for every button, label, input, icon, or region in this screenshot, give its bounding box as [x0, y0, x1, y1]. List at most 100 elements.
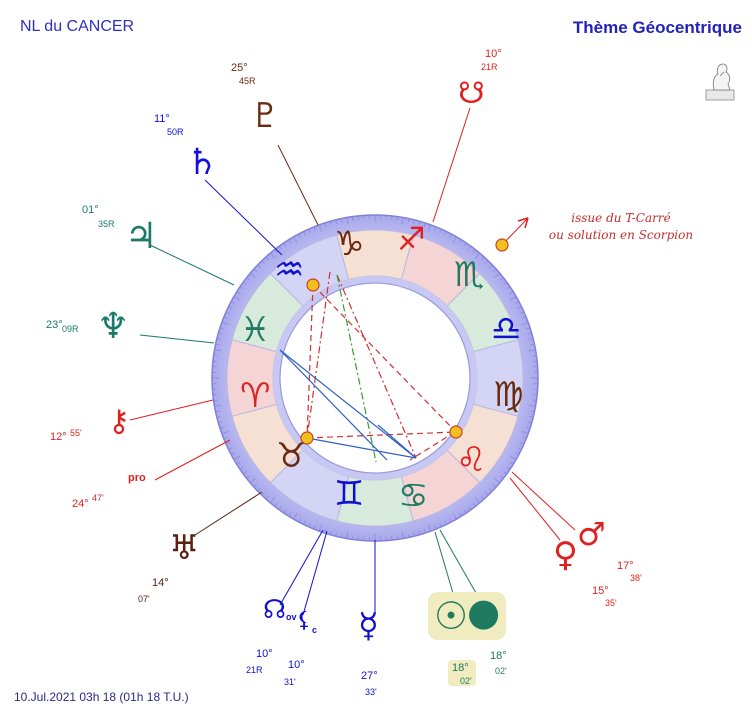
degree-tick: [293, 236, 298, 244]
degree-tick: [283, 242, 287, 247]
aries-icon: ♈: [240, 376, 271, 416]
degree-tick: [246, 277, 250, 281]
chiron-degree: 12°: [50, 431, 67, 443]
degree-tick: [413, 532, 415, 537]
degree-tick: [530, 410, 535, 413]
degree-tick: [242, 471, 247, 475]
degree-tick: [520, 311, 525, 314]
uranus-icon: ♅: [169, 528, 200, 568]
degree-tick: [239, 286, 244, 290]
degree-tick: [485, 492, 489, 496]
degree-tick: [506, 466, 511, 470]
degree-tick: [346, 217, 349, 225]
degree-tick: [215, 410, 220, 413]
degree-tick: [526, 327, 531, 330]
degree-tick: [427, 524, 432, 532]
degree-tick: [257, 264, 261, 268]
note-line-1: issue du T-Carré: [571, 211, 671, 225]
degree-tick: [474, 252, 481, 259]
degree-tick: [335, 219, 337, 224]
cancer-icon: ♋: [398, 476, 429, 516]
degree-tick: [246, 475, 250, 479]
degree-tick: [274, 249, 278, 253]
neptune-icon: ♆: [97, 306, 130, 347]
degree-tick: [472, 503, 476, 507]
degree-tick: [274, 503, 278, 507]
degree-tick: [214, 404, 222, 407]
degree-tick: [521, 321, 529, 326]
moon-minutes: 02': [495, 666, 507, 676]
pluto-minutes: 45R: [239, 76, 256, 86]
degree-tick: [481, 495, 485, 500]
inner-circle: [279, 282, 471, 474]
capricorn-icon: ♑: [334, 224, 365, 264]
degree-tick: [329, 530, 332, 535]
degree-tick: [474, 497, 481, 504]
node-degree: 10°: [256, 648, 273, 660]
degree-tick: [233, 455, 241, 460]
venus-minutes: 38': [630, 573, 642, 583]
degree-tick: [528, 404, 536, 407]
degree-tick: [233, 296, 241, 301]
degree-tick: [515, 452, 520, 455]
pro-degree: 24°: [72, 498, 89, 510]
degree-tick: [468, 506, 472, 511]
degree-tick: [219, 426, 224, 429]
pro-label: pro: [128, 472, 146, 484]
degree-tick: [492, 484, 497, 488]
degree-tick: [313, 525, 316, 530]
degree-tick: [472, 249, 476, 253]
degree-tick: [517, 306, 522, 309]
sagittarius-icon: ♐: [397, 220, 426, 258]
degree-tick: [401, 217, 404, 225]
thinker-statue-icon: [705, 63, 735, 101]
sun-degree: 18°: [452, 662, 469, 674]
degree-tick: [434, 525, 437, 530]
lilith-degree: 10°: [288, 659, 305, 671]
degree-tick: [261, 260, 265, 264]
degree-tick: [239, 466, 244, 470]
degree-tick: [509, 461, 514, 465]
sun-moon-highlight: [428, 592, 506, 640]
degree-tick: [253, 268, 258, 272]
degree-tick: [439, 228, 442, 233]
degree-tick: [481, 256, 485, 261]
degree-tick: [249, 477, 256, 484]
degree-tick: [313, 226, 316, 231]
degree-tick: [449, 233, 452, 238]
degree-tick: [253, 484, 258, 488]
chiron-icon: ⚷: [108, 404, 130, 439]
degree-tick: [407, 218, 410, 223]
pluto-icon: ♇: [250, 96, 281, 136]
degree-tick: [219, 327, 224, 330]
aspect-note: issue du T-Carré ou solution en Scorpion: [546, 210, 696, 244]
degree-tick: [463, 242, 467, 247]
degree-ticks: [212, 215, 538, 541]
sun-degree-highlight: [448, 660, 476, 686]
degree-tick: [407, 533, 410, 538]
degree-tick: [265, 495, 269, 500]
degree-tick: [228, 306, 233, 309]
node-minutes: 21R: [246, 665, 263, 675]
degree-tick: [230, 301, 235, 304]
degree-tick: [396, 216, 399, 221]
degree-tick: [278, 245, 282, 250]
degree-tick: [500, 475, 504, 479]
libra-icon: ♎: [491, 309, 522, 349]
saturn-degree: 11°: [154, 113, 170, 125]
saturn-minutes: 50R: [167, 127, 184, 137]
degree-tick: [242, 281, 247, 285]
degree-tick: [396, 535, 399, 540]
degree-tick: [283, 509, 287, 514]
degree-tick: [494, 477, 501, 484]
zodiac-sectors: [226, 229, 524, 527]
pluto-degree: 25°: [231, 62, 248, 74]
degree-tick: [257, 488, 261, 492]
degree-tick: [223, 437, 228, 440]
degree-tick: [509, 296, 517, 301]
uranus-minutes: 07': [138, 594, 150, 604]
degree-tick: [218, 332, 223, 335]
degree-tick: [351, 535, 354, 540]
degree-tick: [278, 506, 282, 511]
degree-tick: [303, 231, 306, 236]
